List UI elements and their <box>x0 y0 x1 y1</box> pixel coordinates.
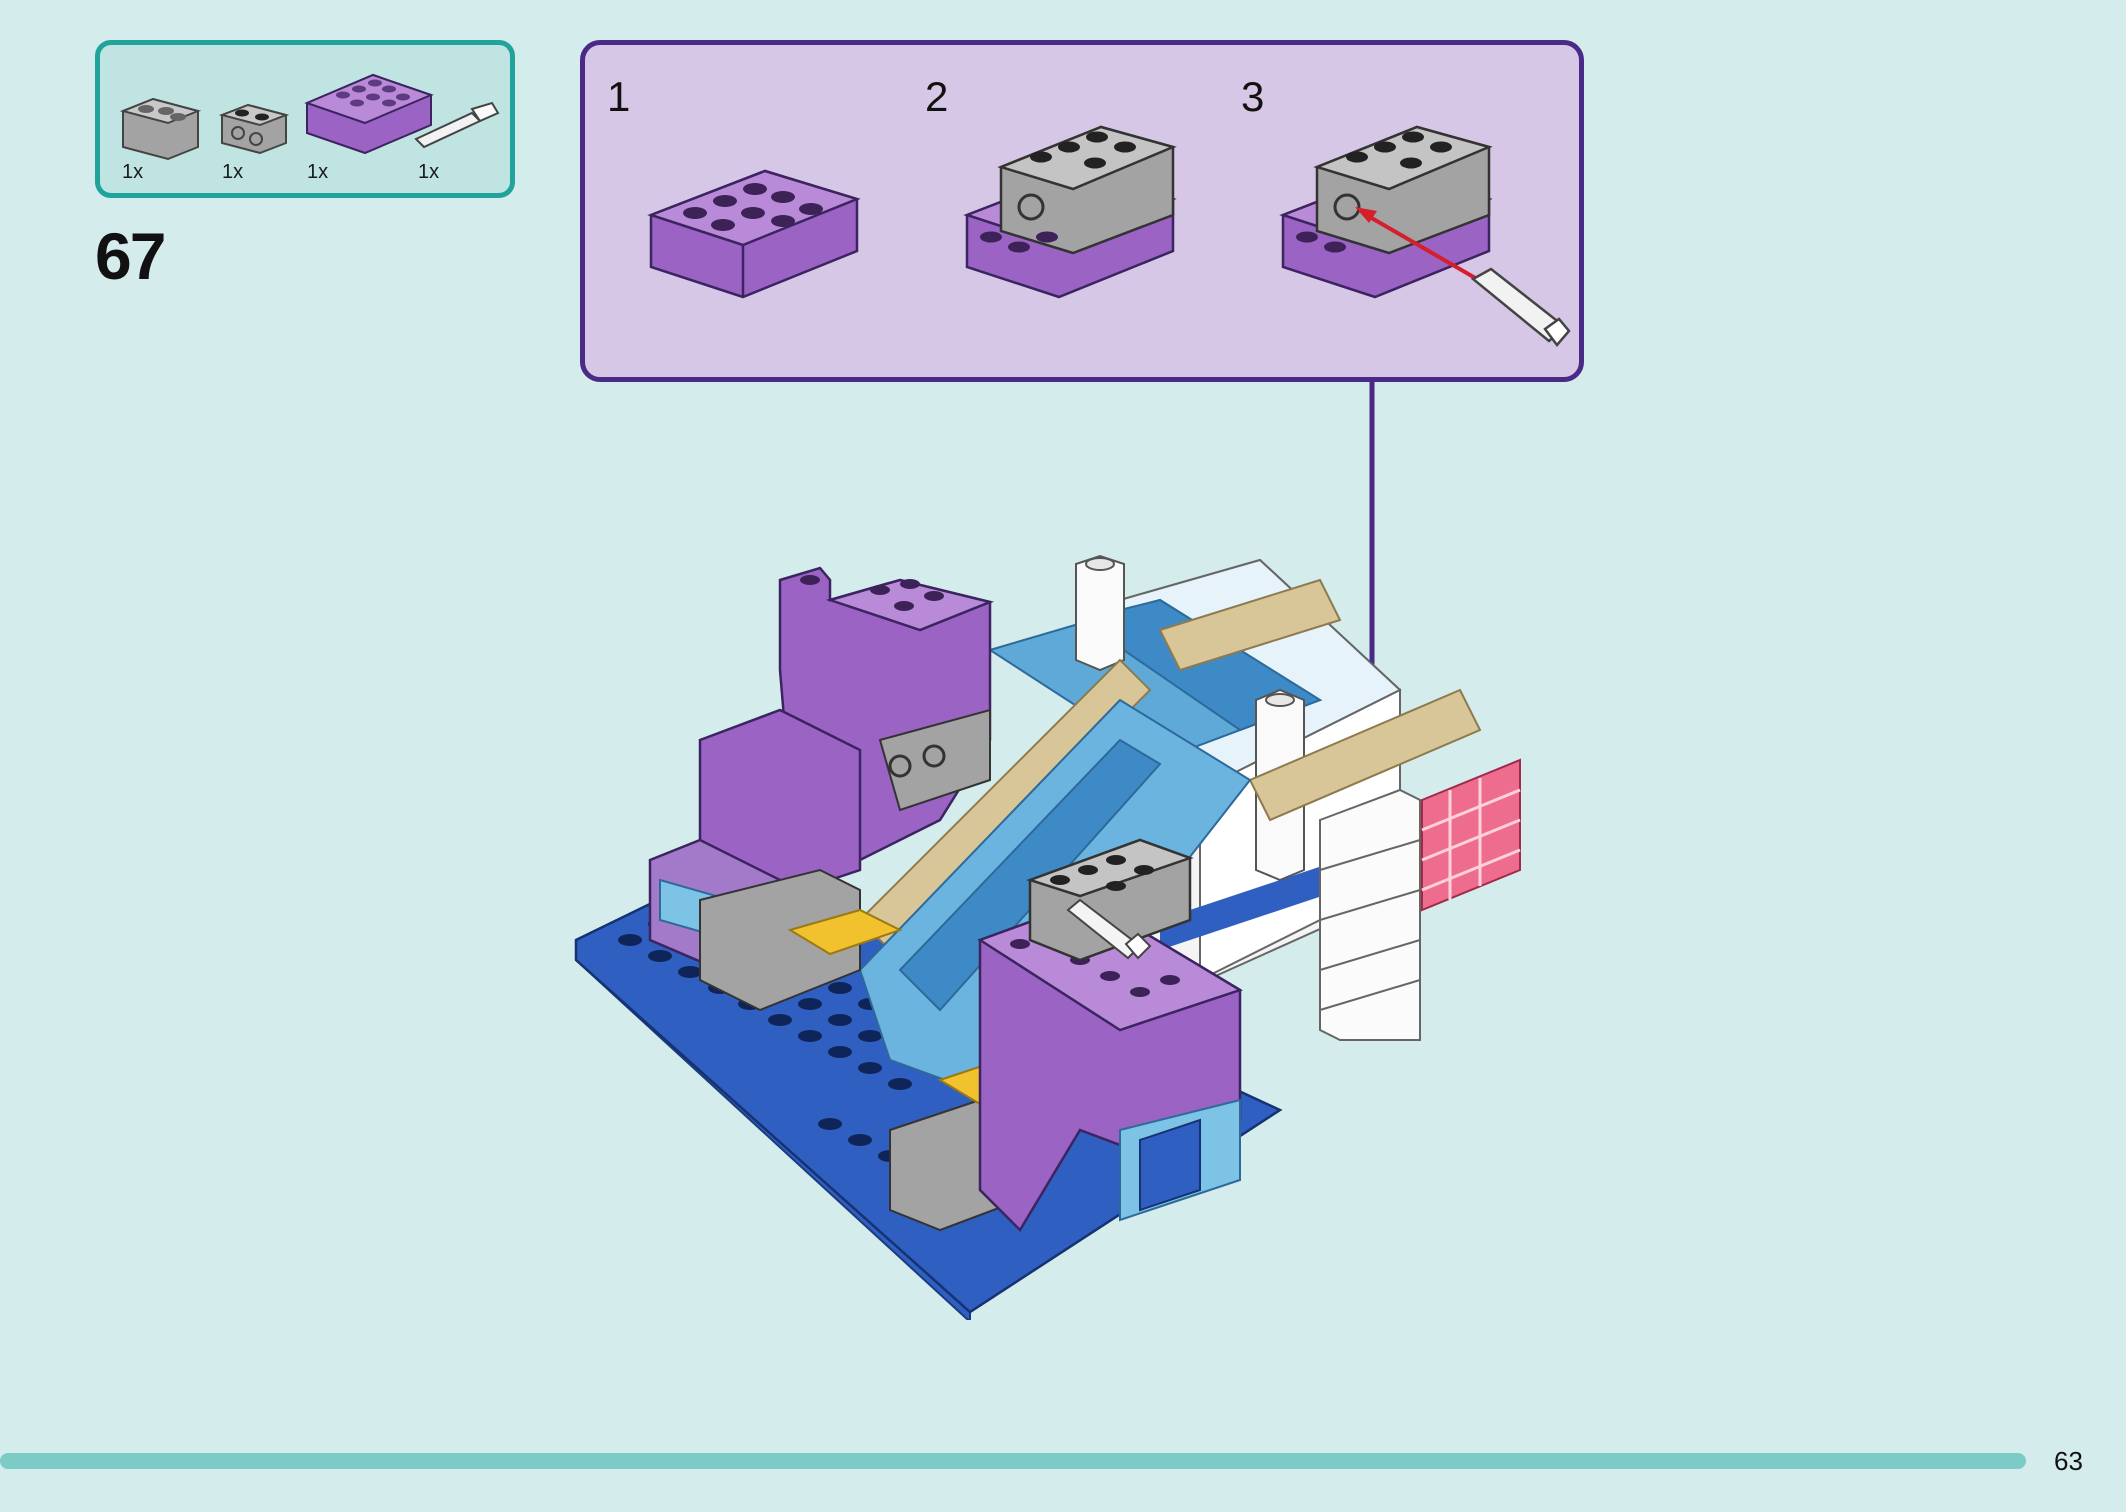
substep-label-2: 2 <box>925 73 949 120</box>
substep-3-illustration <box>1279 125 1571 347</box>
part-qty-2: 1x <box>222 161 244 183</box>
parts-list-box: 1x 1x 1x 1x <box>95 40 515 198</box>
part-qty-1: 1x <box>122 161 144 183</box>
purple-brick-2x4-icon <box>304 73 434 155</box>
page-number: 63 <box>2054 1446 2083 1476</box>
gray-l-brick-icon <box>119 97 202 161</box>
part-qty-4: 1x <box>418 161 440 183</box>
substep-1-illustration <box>647 169 861 299</box>
progress-bar <box>0 1453 2026 1469</box>
gray-technic-brick-icon <box>218 103 290 155</box>
step-number: 67 <box>95 219 166 293</box>
substep-2-illustration <box>963 125 1177 299</box>
substep-label-3: 3 <box>1241 73 1265 120</box>
main-model-illustration <box>574 554 1521 1320</box>
white-axle-pin-icon <box>414 101 500 149</box>
substep-label-1: 1 <box>607 73 631 120</box>
part-qty-3: 1x <box>307 161 329 183</box>
substeps-box: 1 2 3 <box>580 40 1584 382</box>
